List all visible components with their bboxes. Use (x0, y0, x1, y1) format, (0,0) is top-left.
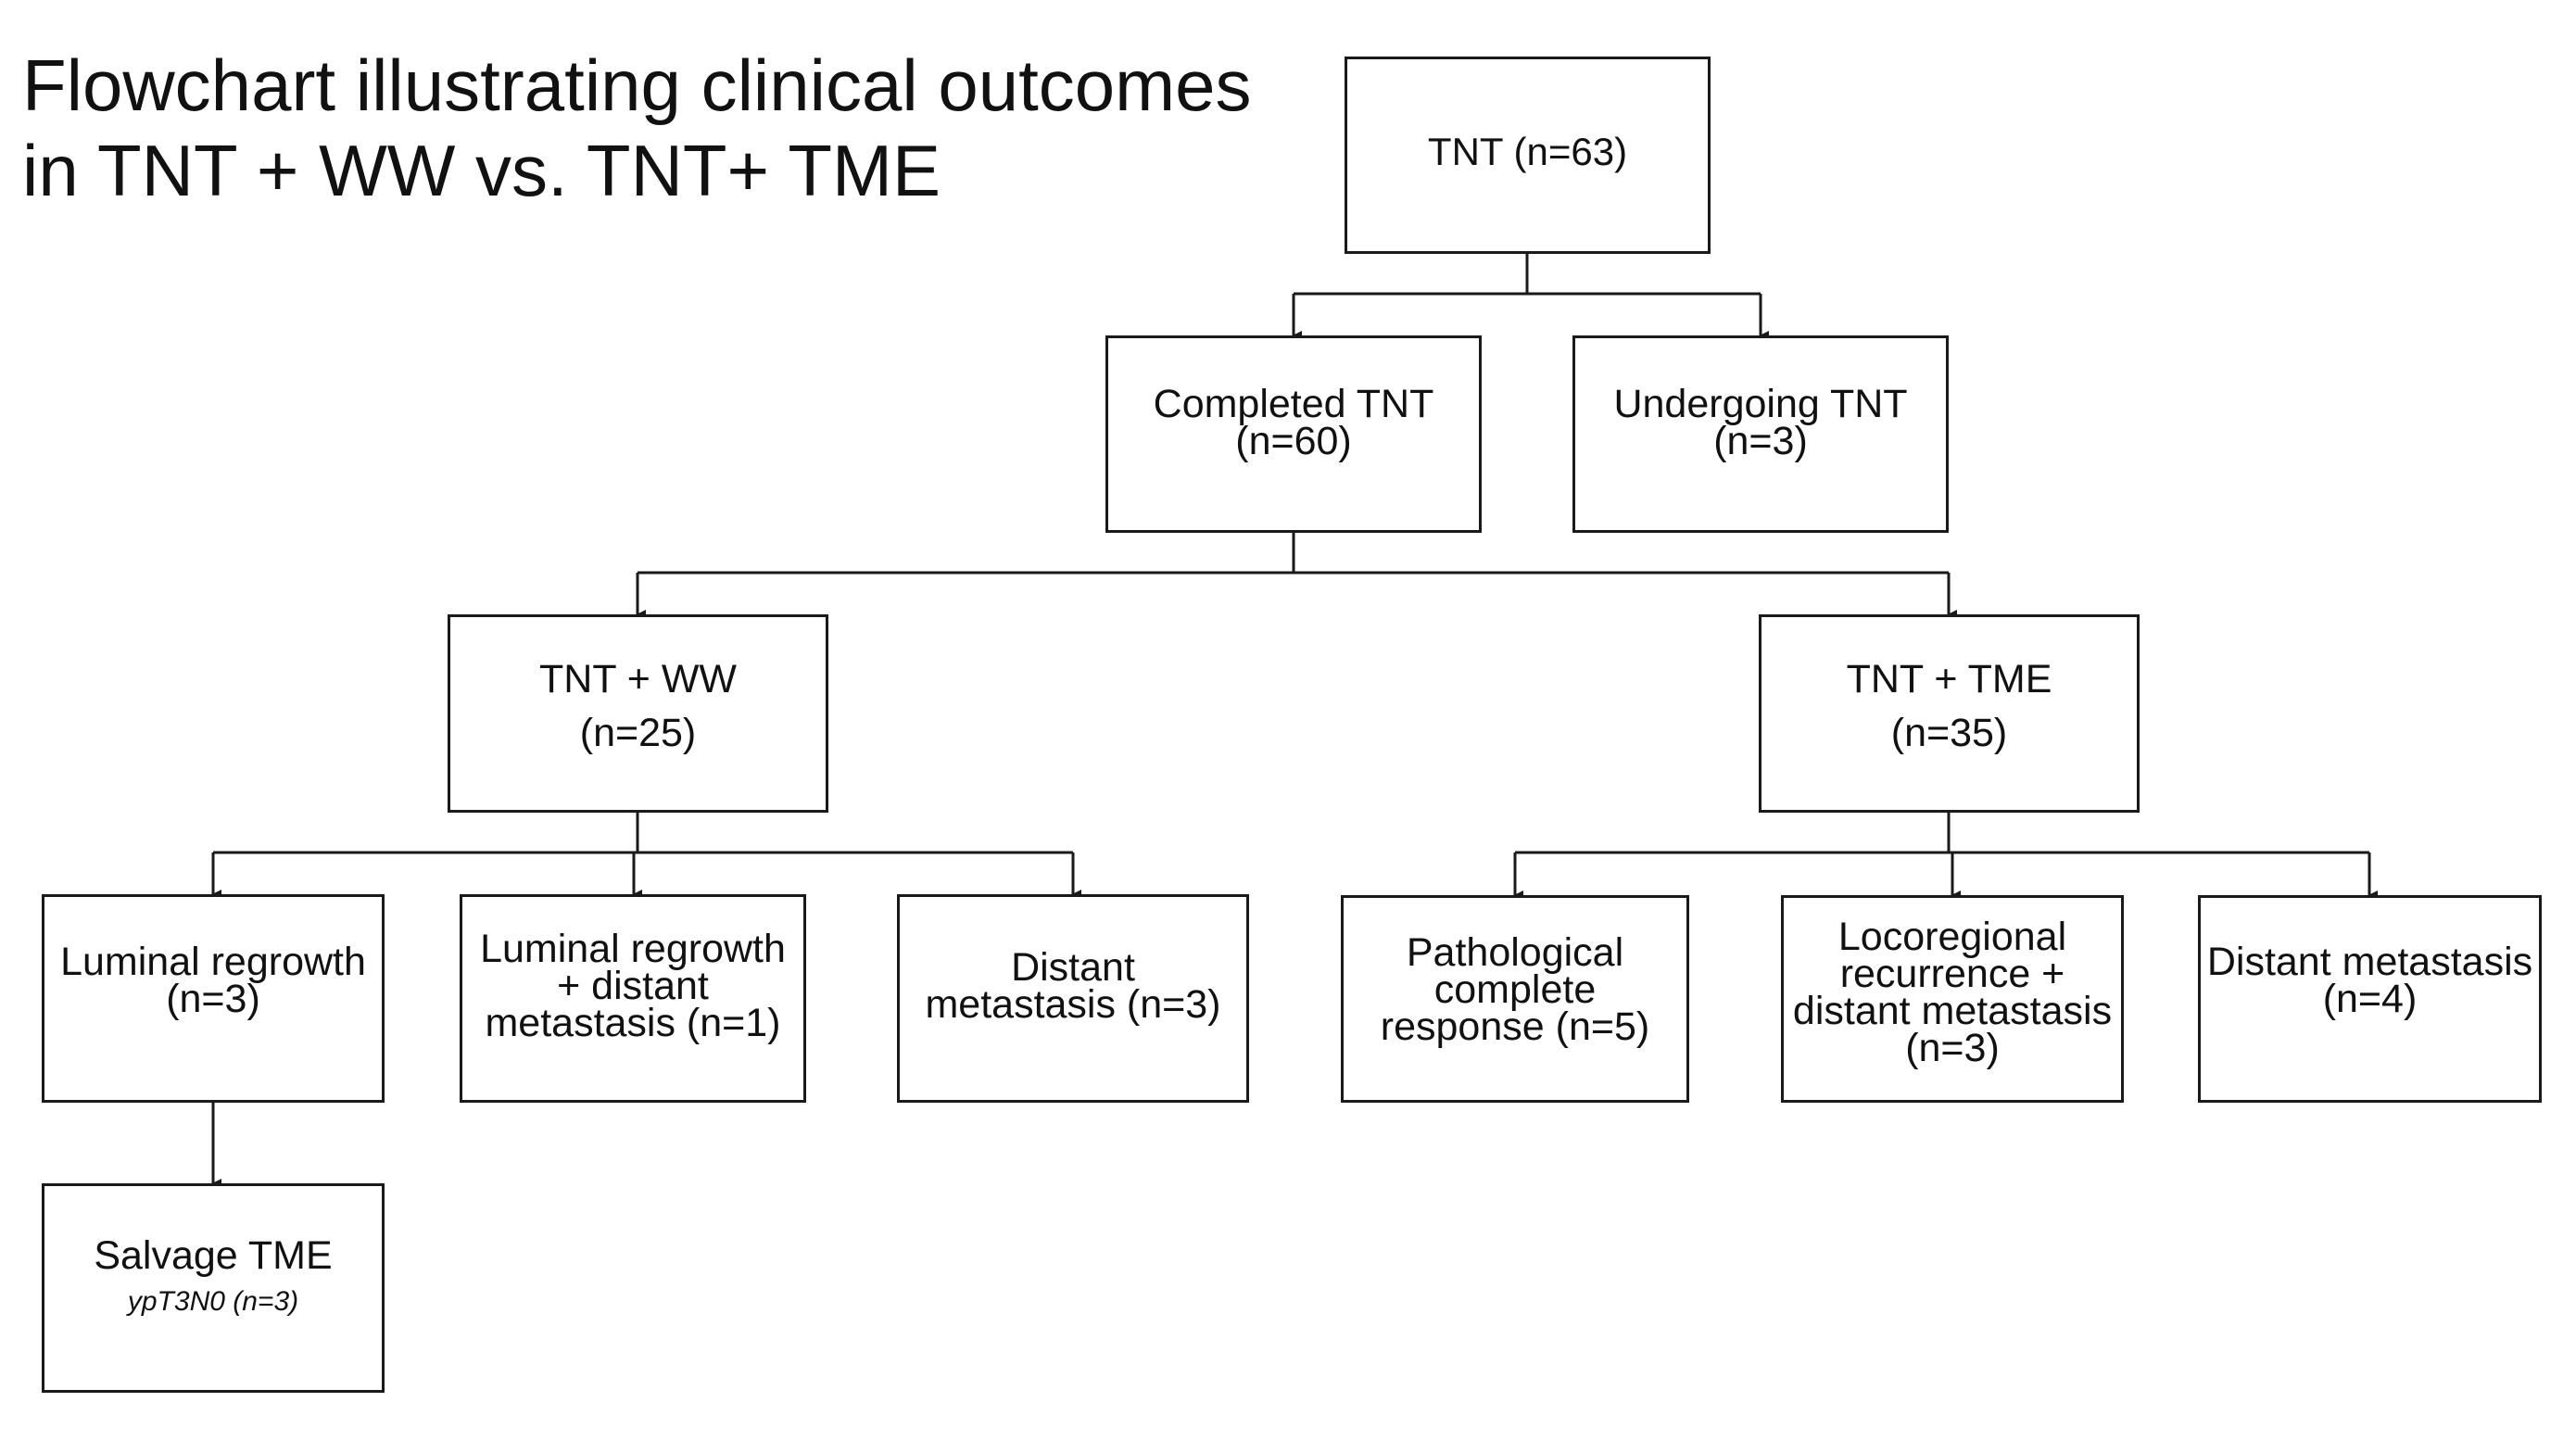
node-tnt-tme-count: (n=35) (1890, 711, 2008, 755)
node-luminal-distant-line-1: Luminal regrowth (480, 926, 786, 971)
node-tnt-tme: TNT + TME (n=35) (1759, 614, 2140, 813)
title-line-2: in TNT + WW vs. TNT+ TME (22, 130, 941, 211)
node-locoregional-line-4: (n=3) (1905, 1026, 2000, 1070)
flowchart-title: Flowchart illustrating clinical outcomes… (22, 43, 1252, 213)
node-luminal-regrowth-count: (n=3) (166, 976, 260, 1021)
node-distant-metastasis-ww: Distant metastasis (n=3) (897, 894, 1249, 1103)
node-distant-ww-line-1: Distant (1011, 944, 1135, 990)
node-completed-tnt-label: Completed TNT (1153, 381, 1434, 426)
node-tnt-total: TNT (n=63) (1345, 57, 1711, 254)
node-undergoing-tnt-label: Undergoing TNT (1613, 381, 1908, 426)
node-luminal-regrowth: Luminal regrowth (n=3) (42, 894, 385, 1103)
node-luminal-regrowth-distant: Luminal regrowth + distant metastasis (n… (460, 894, 806, 1103)
node-tnt-total-label: TNT (n=63) (1427, 129, 1628, 173)
node-locoregional-recurrence: Locoregional recurrence + distant metast… (1781, 895, 2124, 1103)
node-distant-tme-line-1: Distant metastasis (2206, 940, 2533, 984)
node-pcr-line-1: Pathological (1406, 930, 1624, 975)
node-pcr-line-3: response (n=5) (1380, 1004, 1650, 1049)
node-distant-metastasis-tme: Distant metastasis (n=4) (2198, 895, 2542, 1103)
node-tnt-ww: TNT + WW (n=25) (448, 614, 828, 813)
node-locoregional-line-2: recurrence + (1839, 952, 2065, 996)
node-distant-tme-line-2: (n=4) (2322, 977, 2418, 1021)
node-luminal-distant-line-2: + distant (557, 963, 709, 1008)
node-tnt-tme-label: TNT + TME (1846, 657, 2052, 701)
node-luminal-regrowth-label: Luminal regrowth (60, 939, 366, 984)
node-salvage-tme-label: Salvage TME (94, 1233, 333, 1278)
title-line-1: Flowchart illustrating clinical outcomes (22, 44, 1252, 126)
node-undergoing-tnt-count: (n=3) (1713, 418, 1808, 463)
node-tnt-ww-label: TNT + WW (539, 657, 737, 701)
node-completed-tnt: Completed TNT (n=60) (1105, 335, 1482, 533)
node-tnt-ww-count: (n=25) (579, 711, 697, 755)
node-pcr-line-2: complete (1433, 967, 1597, 1012)
node-luminal-distant-line-3: metastasis (n=1) (485, 1000, 781, 1045)
node-locoregional-line-3: distant metastasis (1792, 989, 2113, 1033)
node-undergoing-tnt: Undergoing TNT (n=3) (1572, 335, 1949, 533)
node-salvage-tme: Salvage TME ypT3N0 (n=3) (42, 1183, 385, 1393)
node-distant-ww-line-2: metastasis (n=3) (925, 981, 1221, 1027)
node-salvage-tme-stage: ypT3N0 (n=3) (127, 1286, 299, 1317)
node-locoregional-line-1: Locoregional (1837, 915, 2067, 959)
node-pathological-complete-response: Pathological complete response (n=5) (1341, 895, 1689, 1103)
node-completed-tnt-count: (n=60) (1235, 418, 1352, 463)
